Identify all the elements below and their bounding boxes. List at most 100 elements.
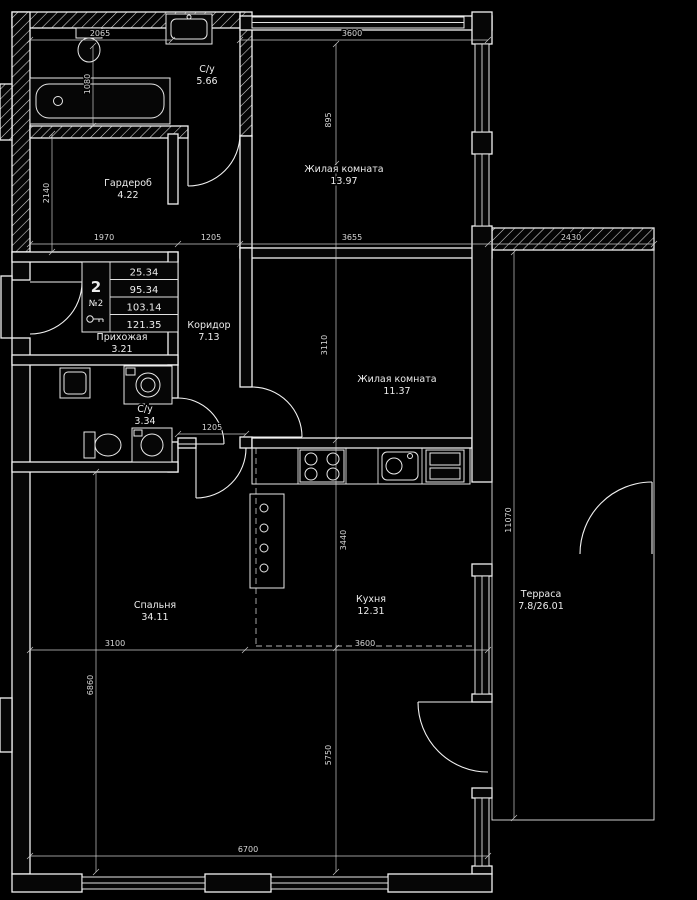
dim-bath-height: 1080	[83, 74, 92, 94]
terrace-border	[491, 227, 655, 821]
kitchen-sink-icon	[381, 451, 419, 481]
dim-row-wardrobe: 1970	[94, 233, 114, 242]
info-unit-number: №2	[89, 299, 103, 309]
room-name-corridor: Коридор	[187, 320, 230, 331]
room-area-living-room-2: 11.37	[383, 386, 410, 397]
dim-top-bath: 2065	[90, 29, 110, 38]
toilet-wc-icon	[83, 431, 122, 459]
dim-wardrobe-height: 2140	[42, 183, 51, 203]
dim-corridor-width: 1205	[202, 423, 222, 432]
room-name-living-room-2: Жилая комната	[357, 374, 436, 385]
wall-right-4	[471, 563, 493, 577]
toilet-top-icon	[75, 27, 103, 63]
stove-icon	[299, 449, 345, 483]
kitchen-zone-boundary	[255, 448, 472, 647]
dimension-labels: 2065 3600 1080 895 2140 1970 1205 3655 2…	[41, 28, 583, 856]
wall-hallway-top	[11, 251, 179, 263]
key-icon	[86, 315, 104, 323]
dim-row-terrace: 2430	[561, 233, 581, 242]
dryer-icon	[131, 427, 173, 463]
wall-corridor-right-upper	[239, 247, 253, 388]
dim-row-living: 3655	[342, 233, 362, 242]
door-terrace-upper	[579, 481, 653, 555]
dim-chain-living2: 3110	[320, 335, 329, 355]
door-bathroom-top	[187, 133, 241, 187]
room-area-kitchen: 12.31	[357, 606, 384, 617]
room-name-bathroom-top: С/у	[199, 64, 215, 75]
dim-top-living: 3600	[342, 29, 362, 38]
dimension-lines	[26, 36, 658, 876]
room-name-bedroom: Спальня	[134, 600, 176, 611]
room-area-corridor: 7.13	[198, 332, 219, 343]
info-area-apartment: 95.34	[130, 285, 159, 296]
wall-passage-right	[239, 135, 253, 249]
room-area-hallway: 3.21	[111, 344, 132, 355]
door-living-room-2	[251, 386, 303, 438]
dim-row-passage: 1205	[201, 233, 221, 242]
dim-left-lower: 6860	[86, 675, 95, 695]
window-right-4	[474, 797, 490, 867]
entrance-stub	[0, 275, 13, 339]
info-box: 2 №2 25.34 95.34 103.14 121.35	[81, 261, 179, 333]
wall-left-lower	[11, 337, 31, 875]
wall-right-3	[471, 225, 493, 483]
wall-bottom-2	[204, 873, 272, 893]
wall-corridor-right-lower	[239, 436, 253, 449]
room-name-bathroom-bottom: С/у	[137, 404, 153, 415]
room-name-wardrobe: Гардероб	[104, 178, 152, 189]
room-area-bathroom-top: 5.66	[196, 76, 217, 87]
dimension-ticks	[26, 36, 658, 876]
wall-notch-left-lower	[0, 697, 13, 753]
info-rooms-count: 2	[91, 278, 101, 296]
room-area-terrace: 7.8/26.01	[518, 601, 564, 612]
window-right-3	[474, 575, 490, 695]
sink-wc-icon	[59, 367, 91, 399]
wall-right-5	[471, 693, 493, 703]
wall-notch-left	[0, 83, 13, 141]
window-bottom-1	[81, 876, 206, 890]
room-name-terrace: Терраса	[520, 589, 562, 600]
dim-bottom-bedroom: 3100	[105, 639, 125, 648]
wall-left-upper	[11, 11, 31, 253]
door-corridor-bottom	[195, 447, 247, 499]
info-area-total: 121.35	[127, 320, 162, 331]
room-area-living-room-1: 13.97	[330, 176, 357, 187]
dim-chain-upper: 895	[324, 112, 333, 127]
window-right-1	[474, 43, 490, 133]
wall-living-divider	[239, 247, 493, 259]
wall-bottom-3	[387, 873, 493, 893]
room-name-living-room-1: Жилая комната	[304, 164, 383, 175]
room-area-bathroom-bottom: 3.34	[134, 416, 155, 427]
washing-machine-icon	[123, 365, 173, 405]
wall-wc-bottom	[11, 461, 179, 473]
door-terrace-lower	[417, 701, 489, 773]
info-area-living: 25.34	[130, 268, 159, 279]
window-bottom-2	[270, 876, 389, 890]
wall-wc-top	[11, 354, 179, 366]
room-area-bedroom: 34.11	[141, 612, 168, 623]
fixtures	[29, 13, 471, 589]
wall-right-6	[471, 787, 493, 799]
wall-kitchen-top	[251, 437, 473, 449]
info-area-with-coef: 103.14	[127, 303, 162, 314]
kitchen-island	[249, 493, 285, 589]
dim-terrace-height: 11070	[504, 507, 513, 532]
room-area-wardrobe: 4.22	[117, 190, 138, 201]
room-name-hallway: Прихожая	[97, 332, 148, 343]
wall-wardrobe-right	[167, 133, 179, 205]
fridge-icon	[425, 449, 465, 483]
wall-corridor-bottom-stub	[177, 437, 197, 449]
dim-bottom-kitchen: 3600	[355, 639, 375, 648]
wall-bath-bottom	[29, 125, 189, 139]
wall-right-2	[471, 131, 493, 155]
window-top	[251, 16, 465, 29]
dim-chain-kitchen: 3440	[339, 530, 348, 550]
kitchen-counter	[251, 447, 471, 485]
door-wc	[177, 397, 225, 445]
room-name-kitchen: Кухня	[356, 594, 386, 605]
door-entrance	[29, 281, 83, 335]
windows	[81, 16, 490, 890]
dim-chain-lower: 5750	[324, 745, 333, 765]
